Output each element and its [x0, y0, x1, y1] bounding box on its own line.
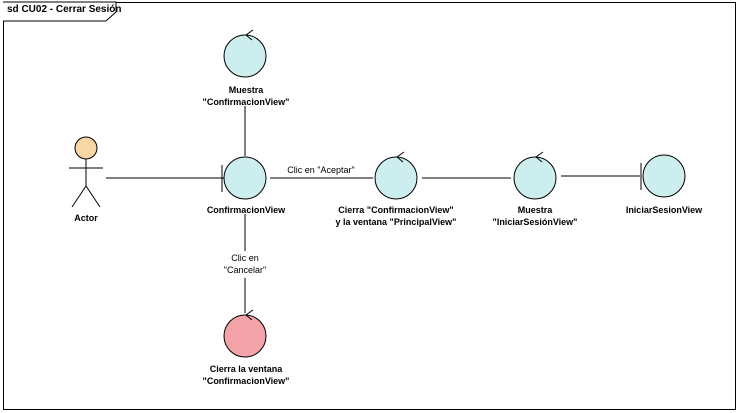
label-cierra-confirmacion-line2: "ConfirmacionView": [202, 376, 290, 386]
diagram-frame: [3, 2, 736, 410]
frame-tab: [3, 1, 117, 22]
label-muestra-iniciar: Muestra "IniciarSesiónView": [475, 204, 595, 228]
boundary-icon-iniciar-sesion-view: [640, 154, 686, 198]
label-muestra-iniciar-line1: Muestra: [517, 205, 553, 215]
label-muestra-confirmacion-line1: Muestra: [228, 85, 264, 95]
label-cierra-ventanas-line1: Cierra "ConfirmacionView": [338, 205, 454, 215]
label-actor: Actor: [74, 213, 98, 223]
frame-title: sd CU02 - Cerrar Sesión: [7, 4, 122, 15]
boundary-icon-confirmacion-view: [221, 156, 267, 200]
edge-label-aceptar: Clic en "Aceptar": [287, 165, 355, 175]
edge-label-cancelar-line2: "Cancelar": [223, 265, 267, 275]
control-icon-muestra-iniciar: [513, 151, 557, 200]
label-confirmacion-view: ConfirmacionView: [206, 205, 286, 215]
label-muestra-iniciar-line2: "IniciarSesiónView": [492, 217, 578, 227]
label-cierra-confirmacion-line1: Cierra la ventana: [209, 364, 283, 374]
label-cierra-ventanas-line2: y la ventana "PrincipalView": [335, 217, 457, 227]
label-cierra-ventanas: Cierra "ConfirmacionView" y la ventana "…: [326, 204, 466, 228]
control-icon-cierra-confirmacion: [223, 309, 267, 358]
edge-label-cancelar: Clic en "Cancelar": [205, 252, 285, 276]
label-cierra-confirmacion: Cierra la ventana "ConfirmacionView": [176, 363, 316, 387]
control-icon-muestra-confirmacion: [223, 29, 267, 78]
edge-label-cancelar-line1: Clic en: [231, 253, 259, 263]
label-muestra-confirmacion-line2: "ConfirmacionView": [202, 97, 290, 107]
label-iniciar-sesion-view: IniciarSesionView: [625, 205, 703, 215]
control-icon-cierra-ventanas: [374, 151, 418, 200]
actor-icon: [69, 136, 103, 208]
label-muestra-confirmacion: Muestra "ConfirmacionView": [186, 84, 306, 108]
